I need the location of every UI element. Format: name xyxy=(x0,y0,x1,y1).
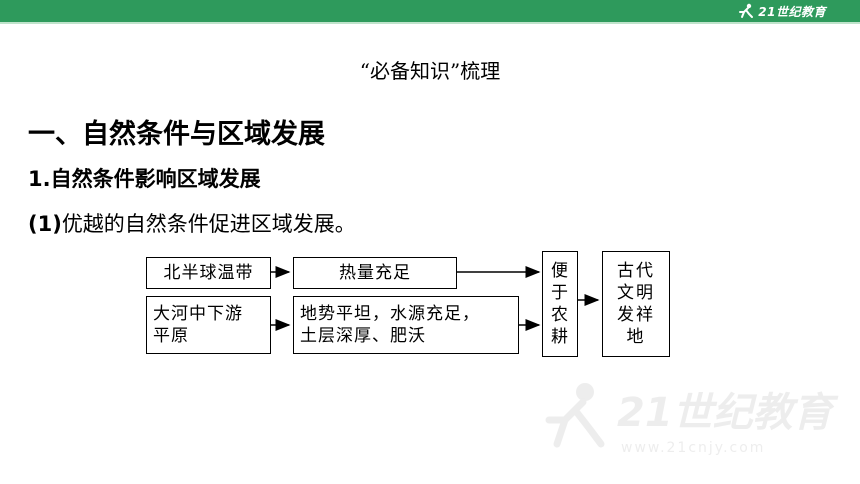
box-northern-temperate: 北半球温带 xyxy=(146,257,271,289)
section-subtitle: “必备知识”梳理 xyxy=(359,59,501,83)
box-heat-sufficient-text: 热量充足 xyxy=(339,263,411,283)
box-farming-text: 便于农耕 xyxy=(551,261,569,347)
runner-logo-icon xyxy=(739,3,754,18)
top-bar xyxy=(0,0,860,22)
watermark-logo-icon: 21世纪教育 www.21cnjy.com xyxy=(545,383,839,456)
box-heat-sufficient: 热量充足 xyxy=(293,257,457,289)
brand-logo: 21世纪教育 xyxy=(737,3,826,19)
box-big-river-line2: 平原 xyxy=(153,326,189,346)
box-terrain-water-soil: 地势平坦，水源充足， 土层深厚、肥沃 xyxy=(293,296,519,354)
box-big-river-plain: 大河中下游 平原 xyxy=(146,296,271,354)
top-bar-divider xyxy=(0,22,860,24)
box-civilization: 古代文明发祥地 xyxy=(602,251,670,357)
heading-level-1: 一、自然条件与区域发展 xyxy=(28,119,325,150)
watermark-brand-text: 21世纪教育 xyxy=(617,390,839,436)
box-terrain-line2: 土层深厚、肥沃 xyxy=(300,326,426,346)
heading-level-2: 1.自然条件影响区域发展 xyxy=(28,167,261,191)
heading-text: 优越的自然条件促进区域发展。 xyxy=(61,212,356,236)
watermark-url-text: www.21cnjy.com xyxy=(621,440,765,456)
box-civilization-text: 古代文明发祥地 xyxy=(617,261,655,347)
heading-number: (1) xyxy=(28,212,62,236)
box-northern-temperate-text: 北半球温带 xyxy=(163,263,254,283)
brand-logo-text: 21世纪教育 xyxy=(758,4,826,19)
box-farming: 便于农耕 xyxy=(542,251,578,357)
heading-level-3: (1)优越的自然条件促进区域发展。 xyxy=(28,208,356,238)
box-terrain-line1: 地势平坦，水源充足， xyxy=(300,304,480,324)
watermark: 21世纪教育 www.21cnjy.com xyxy=(545,378,845,462)
box-big-river-line1: 大河中下游 xyxy=(153,304,243,324)
